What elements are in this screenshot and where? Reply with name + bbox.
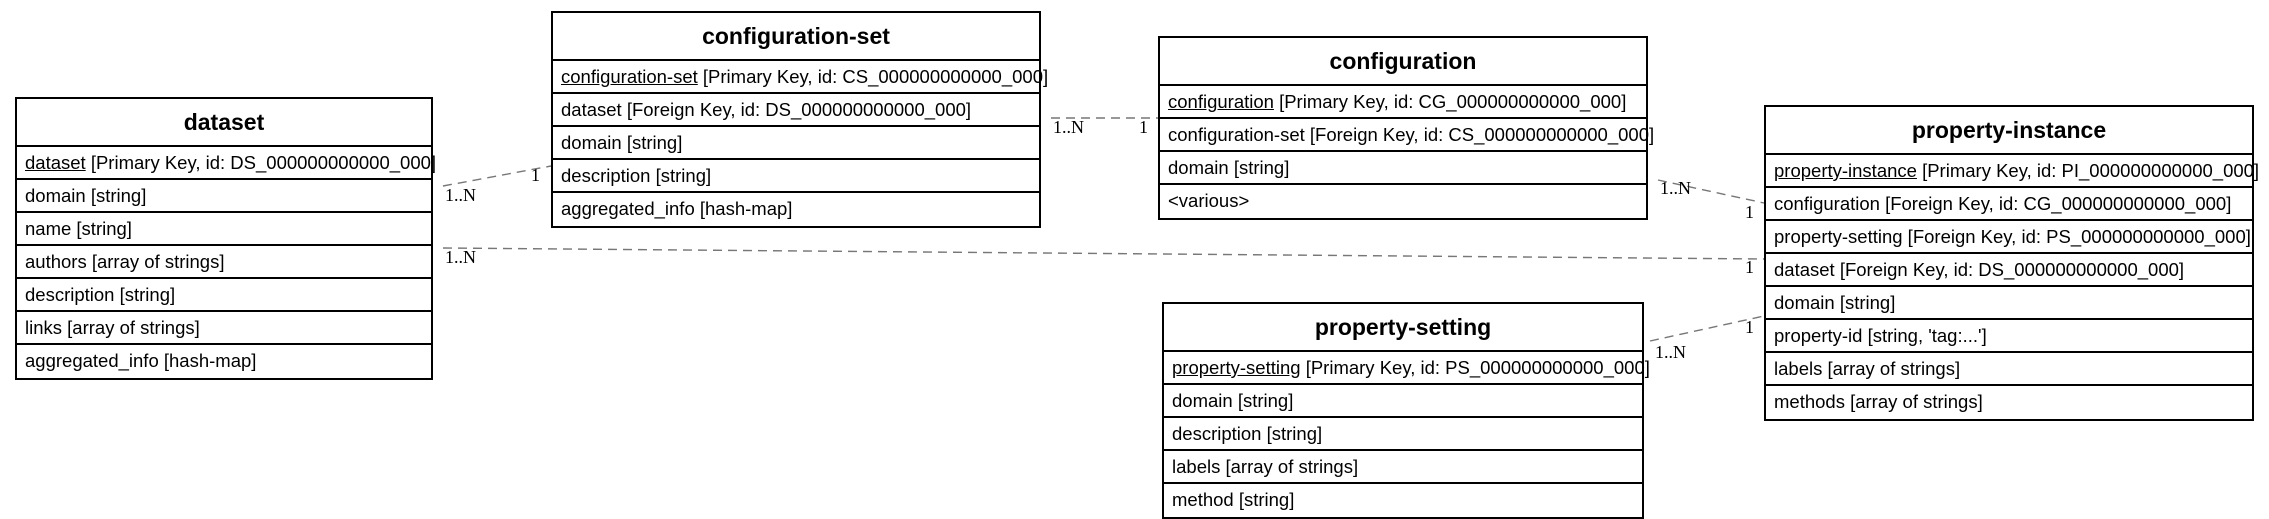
attribute-row: configuration [Foreign Key, id: CG_00000… [1766,188,2252,221]
entity-title: configuration [1160,38,1646,86]
primary-key-name: dataset [25,152,86,173]
entity-configuration: configuration configuration [Primary Key… [1158,36,1654,220]
entity-dataset: dataset dataset [Primary Key, id: DS_000… [15,97,436,380]
attribute-row: authors [array of strings] [17,246,431,279]
attribute-row: domain [string] [17,180,431,213]
cardinality-one-label: 1 [1745,317,1754,337]
primary-key-row: property-setting [Primary Key, id: PS_00… [1164,352,1650,385]
primary-key-row: property-instance [Primary Key, id: PI_0… [1766,155,2259,188]
cardinality-many-label: 1..N [1660,178,1691,198]
cardinality-many-label: 1..N [445,247,476,267]
attribute-row: property-id [string, 'tag:...'] [1766,320,2252,353]
attribute-row: links [array of strings] [17,312,431,345]
attribute-row: configuration-set [Foreign Key, id: CS_0… [1160,119,1654,152]
entity-title: property-instance [1766,107,2252,155]
entity-property-setting: property-setting property-setting [Prima… [1162,302,1650,519]
entity-configuration-set: configuration-set configuration-set [Pri… [551,11,1048,228]
primary-key-row: configuration [Primary Key, id: CG_00000… [1160,86,1646,119]
attribute-row: aggregated_info [hash-map] [561,198,793,219]
primary-key-name: configuration-set [561,66,698,87]
primary-key-row: dataset [Primary Key, id: DS_00000000000… [17,147,436,180]
cardinality-many-label: 1..N [445,185,476,205]
attribute-row: methods [array of strings] [1774,391,1983,412]
attribute-row: description [string] [17,279,431,312]
attribute-row: domain [string] [553,127,1039,160]
primary-key-name: property-instance [1774,160,1917,181]
primary-key-detail: [Primary Key, id: PS_000000000000_000] [1305,357,1650,378]
entity-title: dataset [17,99,431,147]
primary-key-detail: [Primary Key, id: PI_000000000000_000] [1922,160,2260,181]
entity-title: property-setting [1164,304,1642,352]
attribute-row: labels [array of strings] [1164,451,1642,484]
connector-configuration-property-instance [1657,179,1765,204]
connector-dataset-configuration-set [442,165,552,187]
attribute-row: domain [string] [1164,385,1642,418]
primary-key-name: configuration [1168,91,1274,112]
attribute-row: name [string] [17,213,431,246]
entity-property-instance: property-instance property-instance [Pri… [1764,105,2259,421]
attribute-row: property-setting [Foreign Key, id: PS_00… [1766,221,2252,254]
connector-property-setting-property-instance [1649,315,1765,342]
attribute-row: domain [string] [1160,152,1646,185]
entity-title: configuration-set [553,13,1039,61]
primary-key-detail: [Primary Key, id: DS_000000000000_000] [90,152,437,173]
primary-key-detail: [Primary Key, id: CS_000000000000_000] [702,66,1049,87]
attribute-row: description [string] [553,160,1039,193]
primary-key-row: configuration-set [Primary Key, id: CS_0… [553,61,1048,94]
attribute-row: method [string] [1172,489,1295,510]
cardinality-one-label: 1 [1139,117,1148,137]
primary-key-detail: [Primary Key, id: CG_000000000000_000] [1279,91,1627,112]
attribute-row: labels [array of strings] [1766,353,2252,386]
cardinality-one-label: 1 [1745,202,1754,222]
attribute-row: <various> [1168,190,1250,211]
attribute-row: dataset [Foreign Key, id: DS_00000000000… [553,94,1039,127]
attribute-row: aggregated_info [hash-map] [25,350,257,371]
attribute-row: domain [string] [1766,287,2252,320]
cardinality-many-label: 1..N [1053,117,1084,137]
attribute-row: dataset [Foreign Key, id: DS_00000000000… [1766,254,2252,287]
cardinality-many-label: 1..N [1655,342,1686,362]
attribute-row: description [string] [1164,418,1642,451]
connector-dataset-property-instance [442,247,1765,260]
primary-key-name: property-setting [1172,357,1301,378]
cardinality-one-label: 1 [531,165,540,185]
cardinality-one-label: 1 [1745,257,1754,277]
